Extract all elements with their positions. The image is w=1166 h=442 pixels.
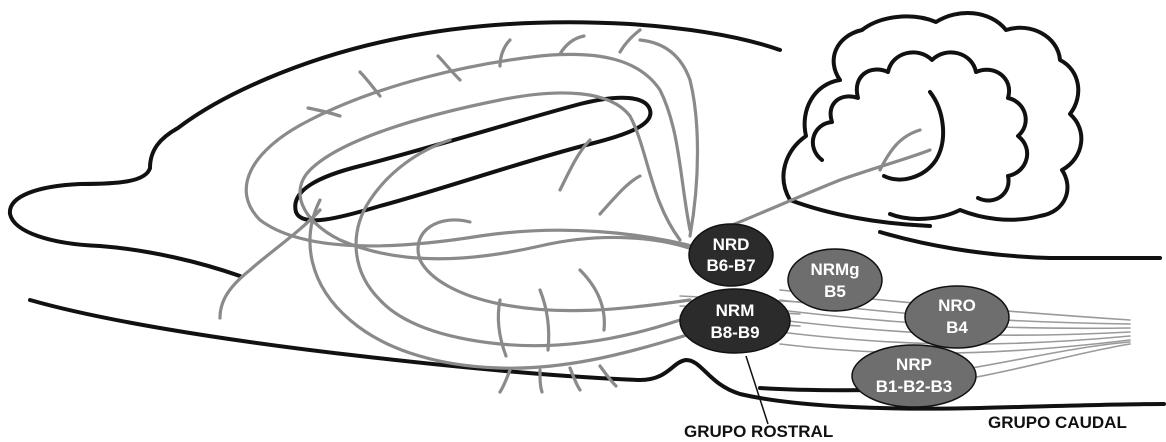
nucleus-nrd-code: B6-B7 <box>706 256 755 275</box>
cortex-caudal-outline <box>790 200 930 226</box>
fiber-twig-5 <box>360 72 380 96</box>
fiber-twig-3 <box>560 36 584 54</box>
fiber-twig-9 <box>580 270 604 330</box>
nucleus-nrmg: NRMg B5 <box>788 249 882 311</box>
fiber-twig-1 <box>438 56 460 80</box>
cerebellum-outline <box>783 13 1081 220</box>
fiber-twig-ventral-1 <box>500 370 510 392</box>
nucleus-nro-code: B4 <box>946 318 968 337</box>
fiber-ventral-1 <box>418 220 690 311</box>
nucleus-nrm-name: NRM <box>716 301 755 320</box>
nucleus-nrmg-ellipse <box>788 249 882 311</box>
fiber-twig-8 <box>600 176 640 214</box>
fiber-twig-4 <box>620 30 640 52</box>
fiber-twig-11 <box>498 300 506 356</box>
cortex-dorsal-outline <box>150 22 780 168</box>
fiber-twig-ventral-4 <box>600 366 616 386</box>
nucleus-nro-name: NRO <box>938 296 976 315</box>
nucleus-nrd: NRD B6-B7 <box>689 224 773 286</box>
fiber-twig-10 <box>540 290 549 350</box>
nucleus-nrd-name: NRD <box>713 235 750 254</box>
nucleus-nrm-code: B8-B9 <box>710 323 759 342</box>
nucleus-nrmg-code: B5 <box>824 282 846 301</box>
nucleus-nrp-name: NRP <box>896 355 932 374</box>
cerebellum-fissure <box>884 92 943 179</box>
fiber-dorsal-arc <box>640 40 698 236</box>
nucleus-nrp-code: B1-B2-B3 <box>876 377 953 396</box>
nucleus-nrm: NRM B8-B9 <box>680 289 790 353</box>
olfactory-bulb-outline <box>10 168 240 276</box>
ventricle-outline <box>295 98 650 221</box>
fiber-ventral-2 <box>356 140 680 346</box>
nucleus-nro: NRO B4 <box>905 286 1009 348</box>
nucleus-nrm-ellipse <box>680 289 790 353</box>
nucleus-nrd-ellipse <box>689 224 773 286</box>
group-caudal-label: GRUPO CAUDAL <box>988 413 1127 432</box>
fiber-caudal-7 <box>960 344 1130 380</box>
fiber-caudal-8 <box>960 342 1130 370</box>
nucleus-nrmg-name: NRMg <box>810 260 859 279</box>
nucleus-nrp: NRP B1-B2-B3 <box>852 345 976 407</box>
group-rostral-label: GRUPO ROSTRAL <box>684 422 833 441</box>
fiber-twig-ventral-3 <box>570 368 580 390</box>
brainstem-dorsal-outline <box>880 232 1160 258</box>
brain-outline <box>10 13 1164 409</box>
